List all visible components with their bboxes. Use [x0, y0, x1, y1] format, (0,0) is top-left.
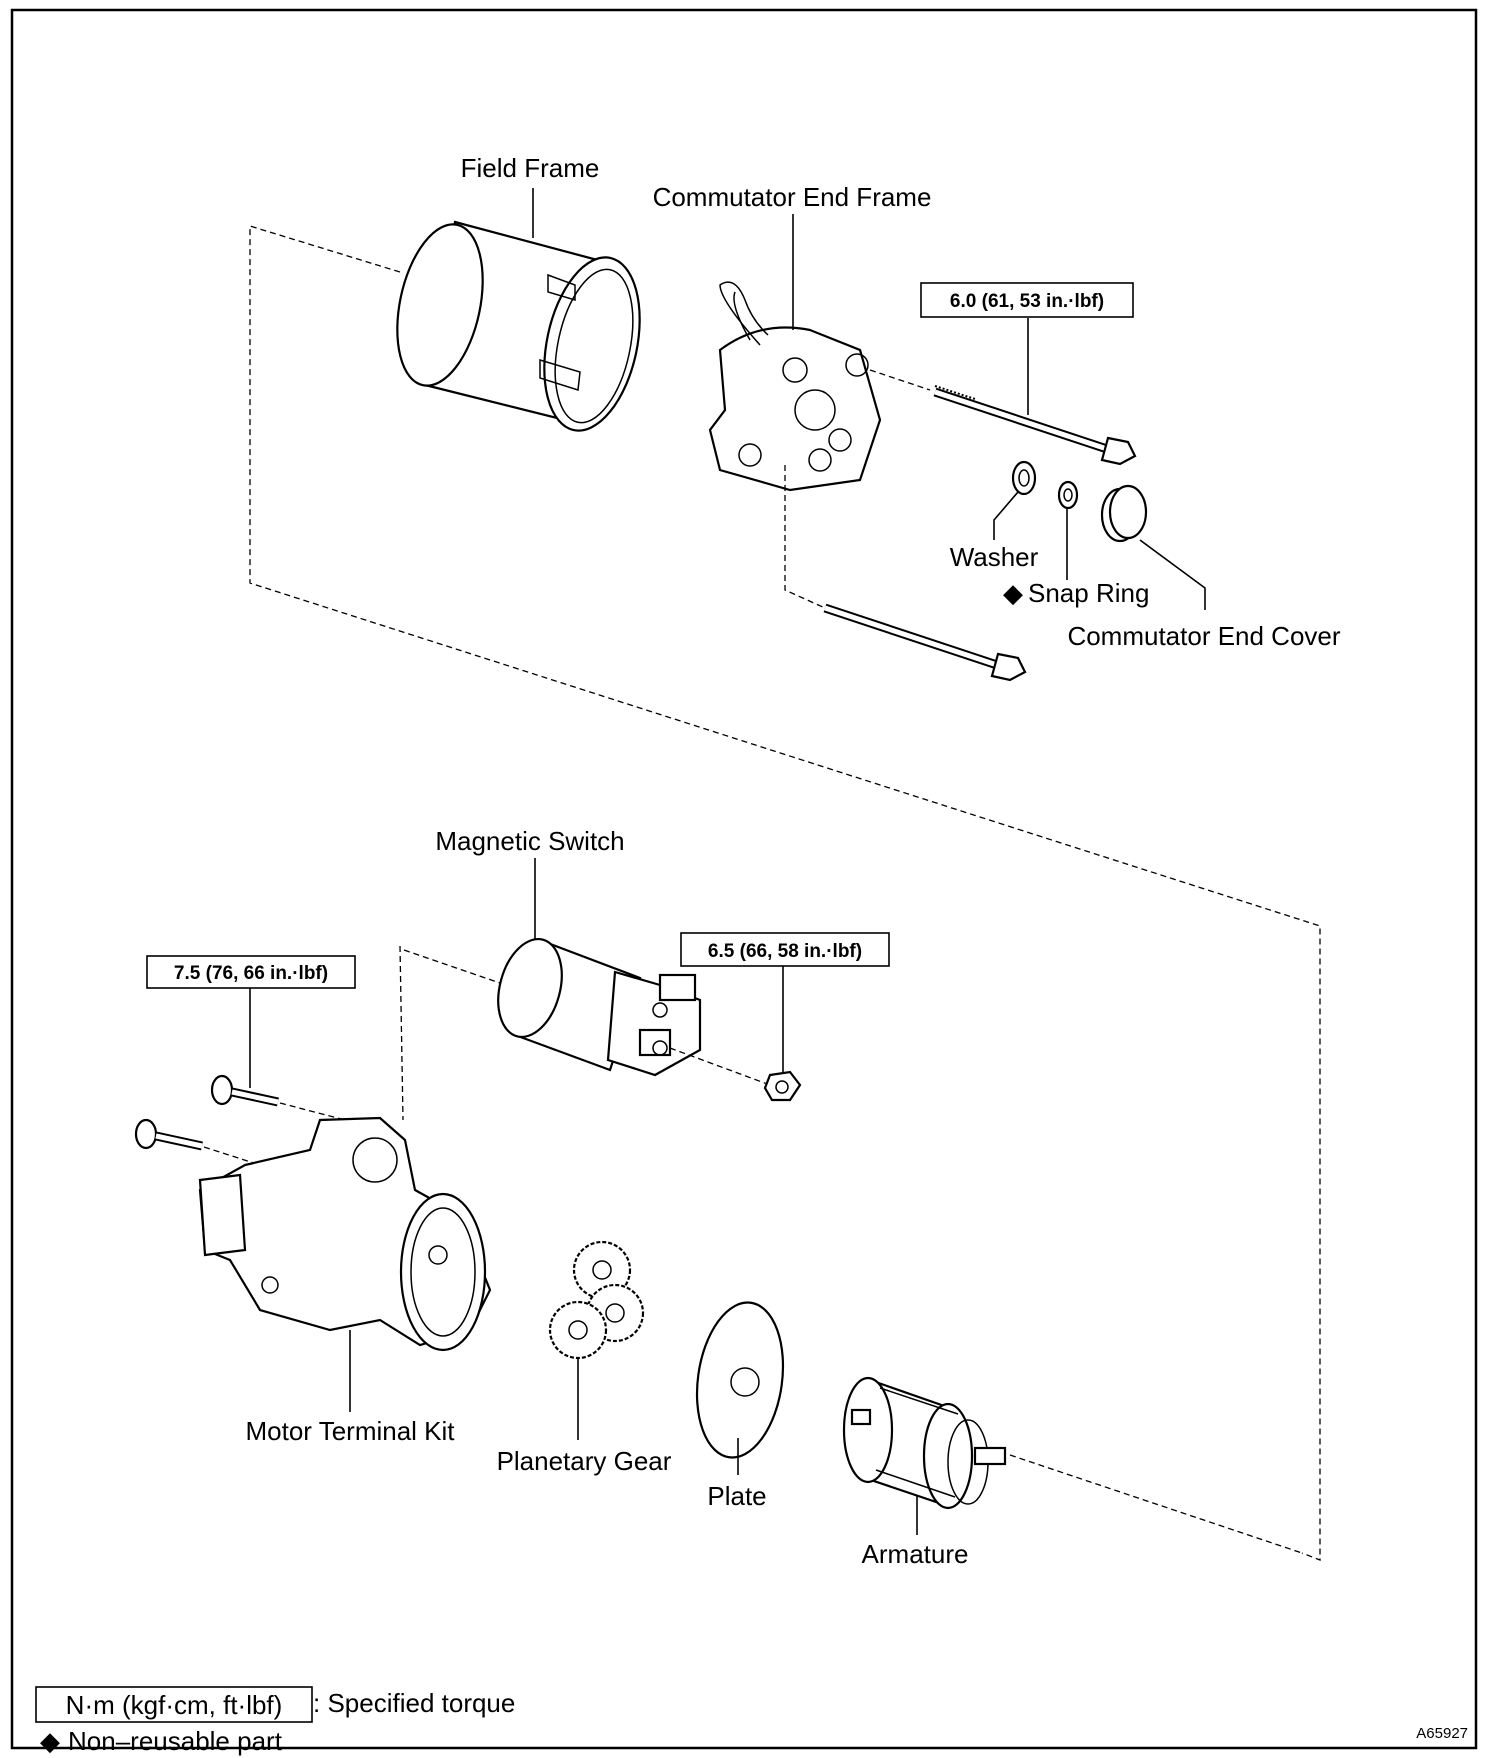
field-frame-part [396, 220, 641, 432]
snap-ring-part [1057, 480, 1079, 510]
torque-box-switch-bolt: 7.5 (76, 66 in.·lbf) [146, 955, 356, 989]
through-bolt-lower [823, 603, 1027, 682]
label-commutator-end-cover: Commutator End Cover [1067, 621, 1340, 651]
magnetic-switch-part [497, 937, 702, 1077]
torque-value-through-bolt: 6.0 (61, 53 in.·lbf) [950, 291, 1104, 312]
assembly-outline [249, 225, 1321, 1561]
commutator-end-cover-part [1100, 484, 1148, 543]
torque-value-switch-nut: 6.5 (66, 58 in.·lbf) [708, 941, 862, 962]
label-planetary-gear: Planetary Gear [497, 1446, 672, 1476]
plate-part [695, 1301, 785, 1459]
leader-lines [249, 188, 1206, 1535]
torque-box-through-bolt: 6.0 (61, 53 in.·lbf) [920, 282, 1134, 318]
label-armature: Armature [862, 1539, 969, 1569]
legend: N·m (kgf·cm, ft·lbf) : Specified torque … [35, 1686, 515, 1756]
figure-id: A65927 [1416, 1725, 1468, 1742]
planetary-gear-part [548, 1240, 645, 1360]
motor-terminal-kit-part [198, 1116, 492, 1352]
armature-part [842, 1376, 1007, 1510]
switch-nut-part [763, 1070, 802, 1102]
label-magnetic-switch: Magnetic Switch [435, 826, 624, 856]
switch-bolt-lower [134, 1118, 203, 1151]
torque-value-switch-bolt: 7.5 (76, 66 in.·lbf) [174, 963, 328, 984]
torque-box-switch-nut: 6.5 (66, 58 in.·lbf) [680, 932, 890, 967]
legend-torque-unit: N·m (kgf·cm, ft·lbf) [66, 1690, 283, 1720]
label-motor-terminal-kit: Motor Terminal Kit [245, 1416, 455, 1446]
washer-part [1011, 460, 1037, 496]
legend-nonreusable-desc: Non–reusable part [68, 1726, 283, 1756]
label-plate: Plate [707, 1481, 766, 1511]
nonreusable-mark-snap-ring: ◆ [1003, 578, 1023, 608]
commutator-end-frame-part [708, 281, 882, 492]
figure-frame [10, 8, 1478, 1750]
label-snap-ring: Snap Ring [1028, 578, 1149, 608]
label-commutator-end-frame: Commutator End Frame [653, 182, 932, 212]
label-washer: Washer [950, 542, 1039, 572]
switch-bolt-upper [210, 1074, 279, 1107]
legend-nonreusable-symbol: ◆ [40, 1726, 60, 1756]
label-field-frame: Field Frame [461, 153, 600, 183]
legend-torque-desc: : Specified torque [313, 1688, 515, 1718]
through-bolt-upper [933, 385, 1137, 466]
